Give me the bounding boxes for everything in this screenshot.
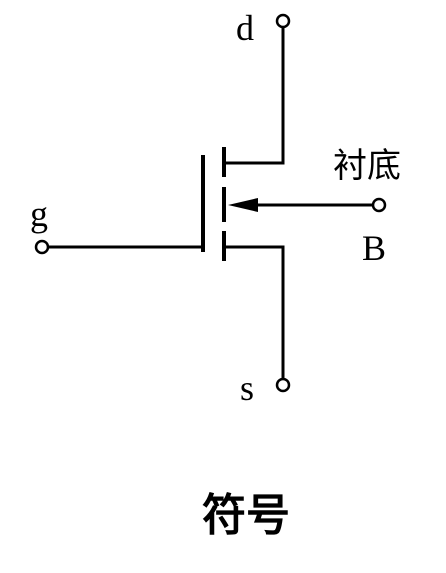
drain-lead bbox=[222, 24, 285, 165]
figure-caption: 符号 bbox=[202, 490, 290, 541]
bulk-label: B bbox=[362, 228, 386, 268]
bulk-terminal bbox=[371, 197, 387, 213]
bulk-arrow-icon bbox=[228, 198, 258, 212]
source-lead bbox=[222, 245, 285, 381]
gate-terminal bbox=[34, 239, 50, 255]
gate-label: g bbox=[30, 194, 48, 234]
source-terminal bbox=[275, 377, 291, 393]
substrate-label: 衬底 bbox=[333, 147, 401, 185]
source-label: s bbox=[240, 368, 254, 408]
drain-terminal bbox=[275, 13, 291, 29]
drain-label: d bbox=[236, 8, 254, 48]
